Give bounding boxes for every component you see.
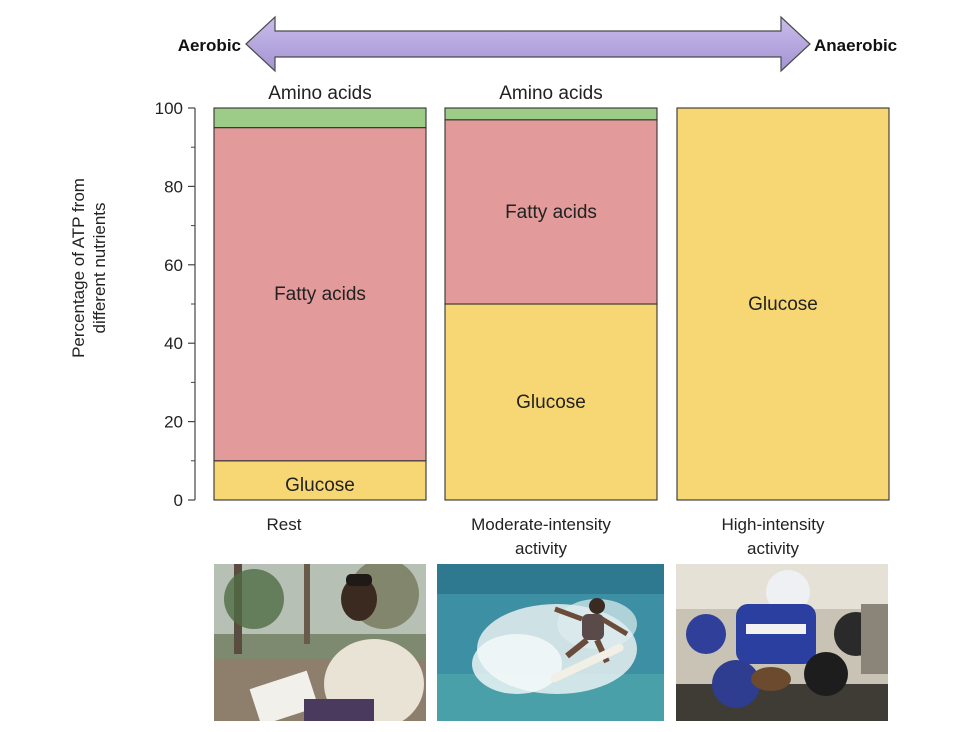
aerobic-label: Aerobic xyxy=(178,36,241,55)
aerobic-anaerobic-arrow: Aerobic Anaerobic xyxy=(178,15,897,73)
surfer-photo xyxy=(437,564,664,721)
person-reading-photo xyxy=(214,564,426,721)
y-tick-label: 100 xyxy=(155,99,183,118)
y-tick-label: 0 xyxy=(174,491,183,510)
moderate-activity-photo xyxy=(437,564,664,721)
y-tick-label: 60 xyxy=(164,256,183,275)
bar-fatty-acids-rest xyxy=(213,127,427,462)
anaerobic-label: Anaerobic xyxy=(814,36,897,55)
football-tackle-photo xyxy=(676,564,888,721)
segment-label: Amino acids xyxy=(499,83,603,104)
bar-amino-acids-rest xyxy=(213,107,427,129)
y-tick-label: 20 xyxy=(164,413,183,432)
segment-label: Fatty acids xyxy=(505,202,597,223)
bar-glucose-high-intensity-activity xyxy=(676,107,890,501)
bar-glucose-rest xyxy=(213,460,427,501)
double-headed-arrow-icon xyxy=(245,15,811,73)
high-intensity-photo xyxy=(676,564,888,721)
rest-photo xyxy=(214,564,426,721)
bar-glucose-moderate-intensity-activity xyxy=(444,303,658,501)
segment-label: Glucose xyxy=(748,294,818,315)
category-label-rest: Rest xyxy=(267,515,302,534)
segment-label: Fatty acids xyxy=(274,284,366,305)
segment-label: Glucose xyxy=(516,392,586,413)
y-tick-label: 80 xyxy=(164,177,183,196)
bar-amino-acids-moderate-intensity-activity xyxy=(444,107,658,121)
y-tick-label: 40 xyxy=(164,334,183,353)
bar-fatty-acids-moderate-intensity-activity xyxy=(444,119,658,305)
segment-label: Amino acids xyxy=(268,83,372,104)
segment-label: Glucose xyxy=(285,475,355,496)
